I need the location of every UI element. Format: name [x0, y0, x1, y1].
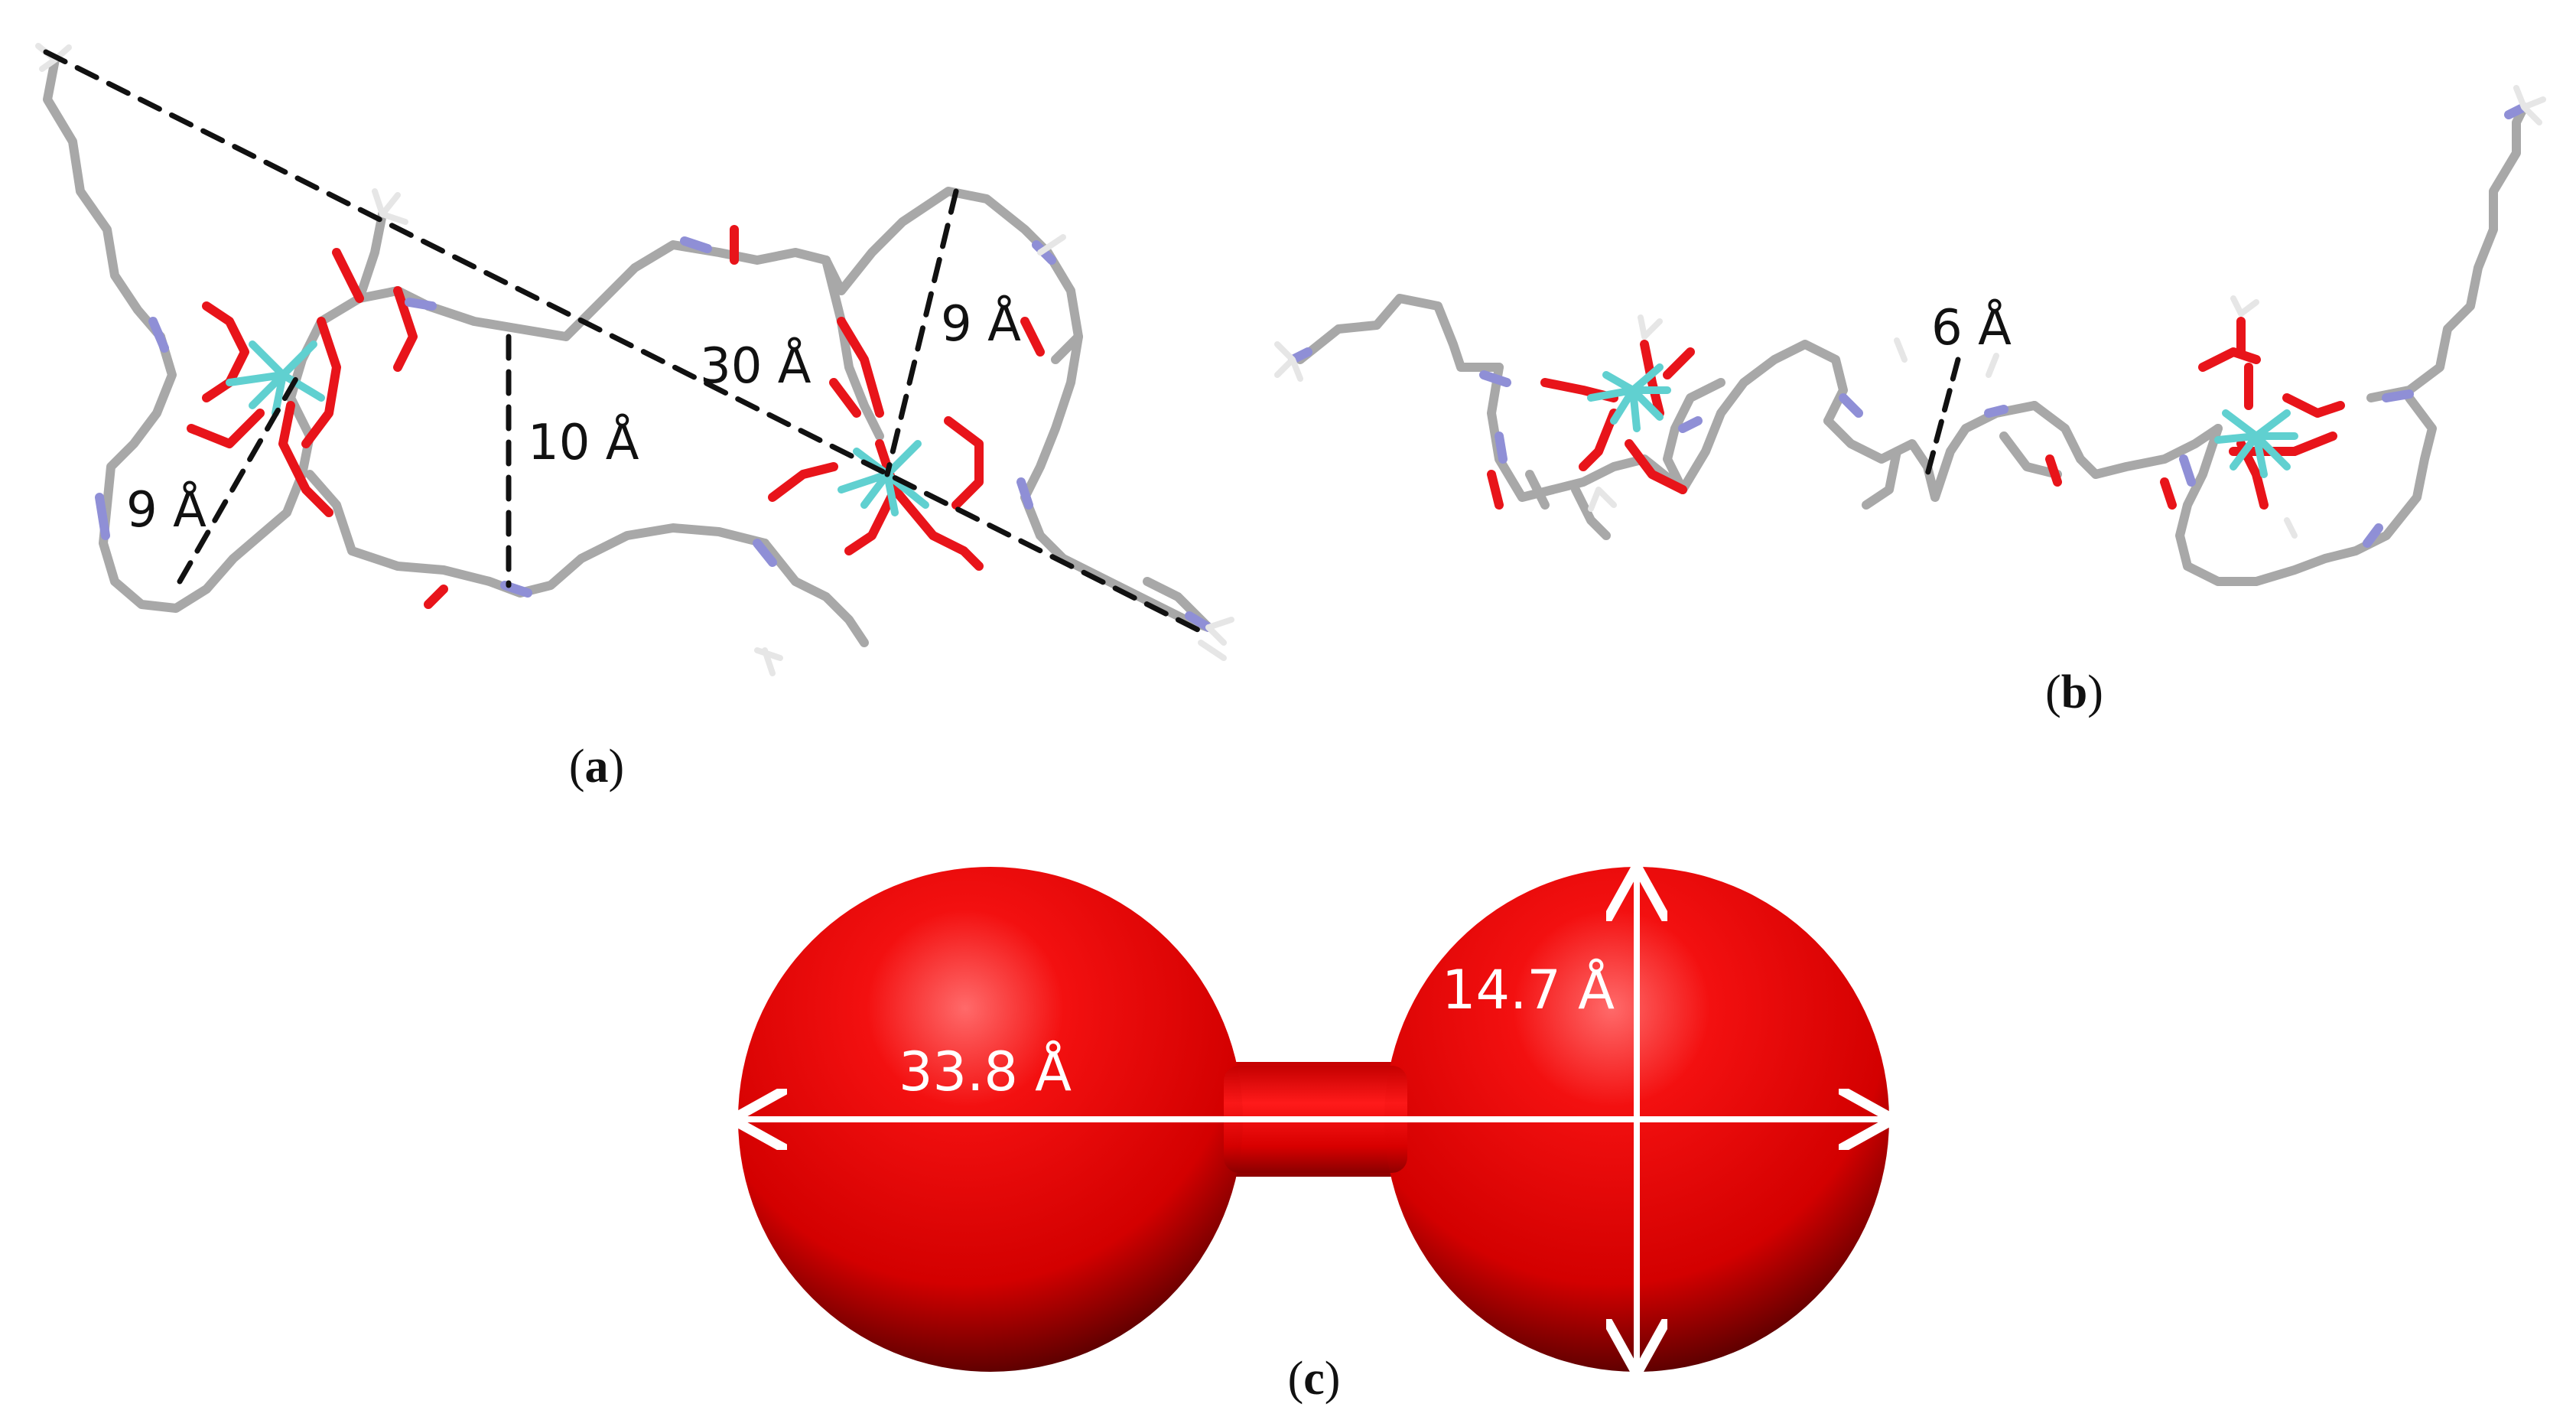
panel-a-dashed-lines — [43, 49, 1212, 638]
right-9-line — [884, 188, 959, 477]
panel-b-hydrogens — [1274, 85, 2546, 539]
panel-b-nitrogen — [1288, 103, 2529, 548]
panel-c-diameter: 14.7 Å — [1442, 959, 1615, 1021]
diagonal-30-line — [43, 49, 1212, 638]
panel-b-structure — [1274, 85, 2546, 586]
panel-a-structure — [35, 43, 1234, 676]
panel-a-diagonal-distance: 30 Å — [700, 337, 812, 395]
panel-a-gap-distance: 10 Å — [528, 413, 639, 471]
panel-a-metal-bonds — [226, 340, 929, 516]
panel-a-label: (a) — [569, 741, 624, 793]
panel-b-carbon-chains — [1296, 103, 2529, 586]
panel-a-hydrogens — [35, 43, 1234, 676]
panel-c-dumbbell — [738, 867, 1889, 1372]
panel-a-left-distance: 9 Å — [126, 480, 207, 539]
panel-b-center-distance: 6 Å — [1931, 298, 2012, 357]
panel-b-dashed-line — [1924, 357, 1961, 477]
center-6-line — [1924, 357, 1961, 477]
panel-a-carbon-chains — [43, 55, 1213, 647]
panel-b-oxygen — [1487, 317, 2345, 510]
panel-c-length: 33.8 Å — [899, 1041, 1072, 1103]
panel-a-nitrogen — [95, 236, 1213, 632]
left-9-line — [177, 372, 301, 585]
panel-b-label: (b) — [2045, 666, 2103, 718]
panel-b-metal-bonds — [1587, 363, 2298, 478]
panel-c-label: (c) — [1288, 1353, 1341, 1405]
panel-a-right-distance: 9 Å — [941, 295, 1021, 353]
panel-a-oxygen — [187, 225, 1045, 609]
